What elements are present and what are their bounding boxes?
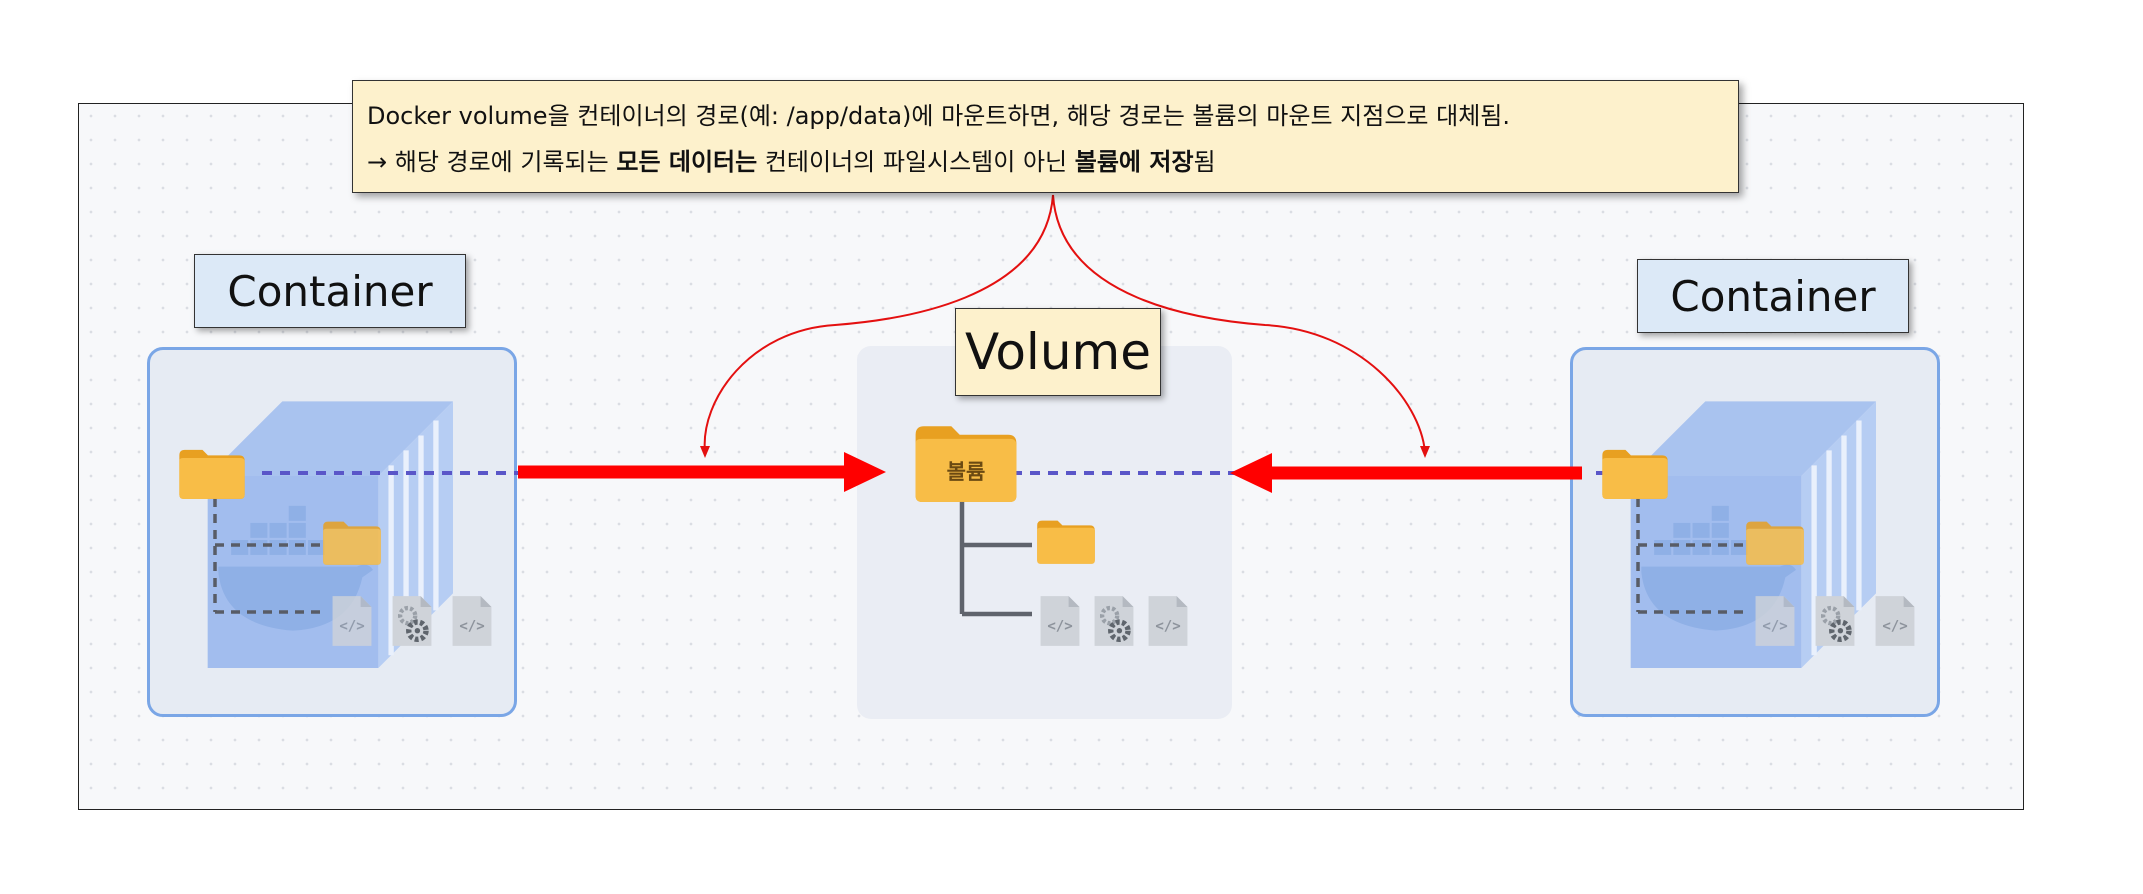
note-line-2-middle: 컨테이너의 파일시스템이 아닌	[757, 148, 1075, 176]
right-container-label-text: Container	[1670, 271, 1876, 321]
note-line-2-suffix: 됨	[1193, 148, 1216, 176]
note-line-2: → 해당 경로에 기록되는 모든 데이터는 컨테이너의 파일시스템이 아닌 볼륨…	[367, 139, 1724, 185]
volume-label: Volume	[955, 308, 1161, 396]
left-container-label: Container	[194, 254, 466, 328]
note-line-1: Docker volume을 컨테이너의 경로(예: /app/data)에 마…	[367, 102, 1510, 130]
note-emphasis-all-data: 모든 데이터는	[616, 148, 758, 176]
volume-label-text: Volume	[965, 323, 1151, 381]
right-container-label: Container	[1637, 259, 1909, 333]
left-container-panel	[147, 347, 517, 717]
note-line-2-prefix: → 해당 경로에 기록되는	[367, 148, 617, 176]
volume-panel	[857, 346, 1232, 719]
explanation-note: Docker volume을 컨테이너의 경로(예: /app/data)에 마…	[352, 80, 1739, 193]
right-container-panel	[1570, 347, 1940, 717]
note-emphasis-stored-in-volume: 볼륨에 저장	[1074, 148, 1194, 176]
left-container-label-text: Container	[227, 266, 433, 316]
